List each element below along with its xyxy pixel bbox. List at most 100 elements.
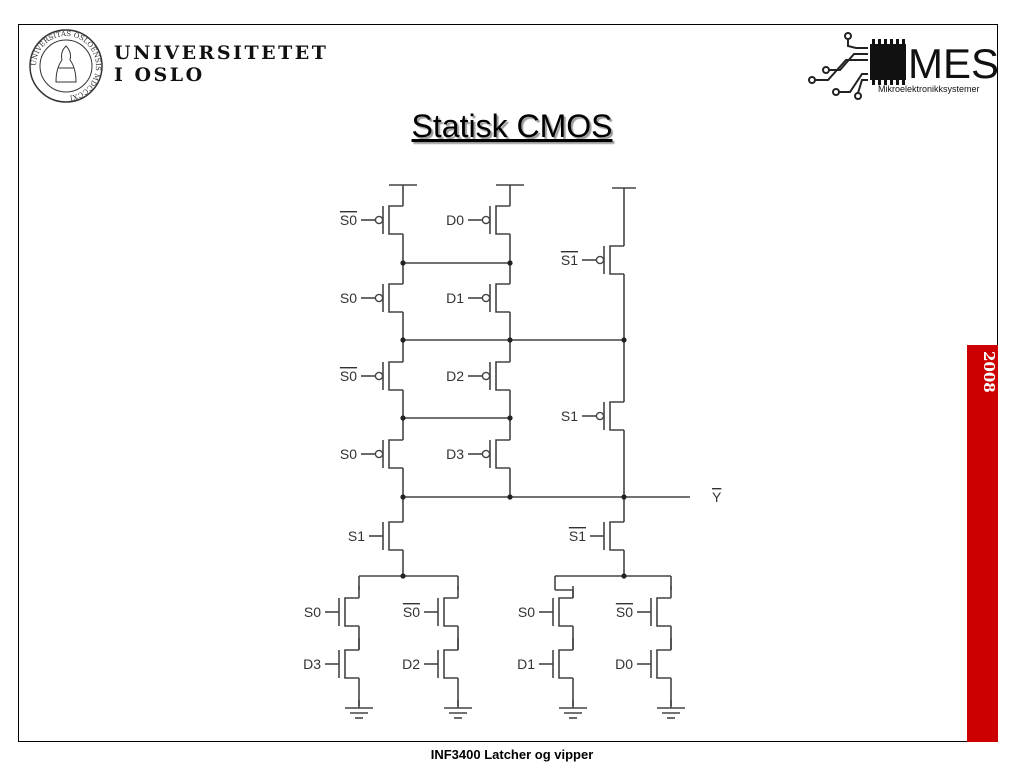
label-output: Y: [712, 489, 722, 505]
pmos-mid-3: [468, 350, 511, 402]
channel-body: [558, 649, 573, 679]
junction-dot: [507, 494, 513, 500]
nmos-ll-b: [325, 638, 360, 690]
channel-body: [443, 597, 458, 627]
ground-icon: [657, 700, 685, 719]
junction-dot: [621, 494, 627, 500]
channel-body: [443, 649, 458, 679]
university-line-2: I OSLO: [114, 64, 205, 86]
label-n-rr-b: D0: [615, 656, 633, 672]
label-n-ll-a: S0: [304, 604, 321, 620]
channel-body: [388, 283, 403, 313]
channel-body: [495, 205, 510, 235]
ground-icon: [559, 700, 587, 719]
schematic-transistors: [325, 194, 672, 690]
pmos-mid-1: [468, 194, 511, 246]
nmos-rl-a: [539, 586, 574, 638]
pmos-left-2: [361, 272, 404, 324]
label-n-rl-a: S0: [518, 604, 535, 620]
nmos-lr-a: [424, 586, 459, 638]
junction-dot: [621, 337, 627, 343]
label-p-mid-3: D2: [446, 368, 464, 384]
label-p-right-2: S1: [561, 408, 578, 424]
label-n-ll-b: D3: [303, 656, 321, 672]
junction-dot: [400, 337, 406, 343]
label-p-right-1: S1: [561, 252, 578, 268]
label-p-left-2: S0: [340, 290, 357, 306]
gate-bubble: [481, 449, 491, 459]
junction-dot: [400, 494, 406, 500]
brand-subtitle: Mikroelektronikksystemer: [878, 84, 980, 94]
channel-body: [609, 401, 624, 431]
pmos-mid-2: [468, 272, 511, 324]
university-name: UNIVERSITETET I OSLO: [114, 42, 328, 86]
chip-icon: [870, 44, 906, 80]
gate-bubble: [374, 371, 384, 381]
nmos-rr-a: [637, 586, 672, 638]
label-p-left-4: S0: [340, 446, 357, 462]
schematic-grounds: [345, 700, 685, 719]
channel-body: [656, 649, 671, 679]
label-p-mid-1: D0: [446, 212, 464, 228]
channel-body: [388, 521, 403, 551]
pmos-right-2: [582, 390, 625, 442]
slide-title: Statisk CMOS: [411, 108, 613, 144]
nmos-left-top: [369, 510, 404, 562]
nmos-ll-a: [325, 586, 360, 638]
nmos-rr-b: [637, 638, 672, 690]
university-seal-icon: UNIVERSITAS OSLOENSIS MDCCCXI: [29, 29, 103, 103]
label-p-mid-4: D3: [446, 446, 464, 462]
label-n-lr-b: D2: [402, 656, 420, 672]
channel-body: [388, 205, 403, 235]
channel-body: [388, 439, 403, 469]
label-p-mid-2: D1: [446, 290, 464, 306]
brand-name: MES: [908, 40, 999, 87]
ground-icon: [444, 700, 472, 719]
channel-body: [609, 521, 624, 551]
gate-bubble: [374, 215, 384, 225]
junction-dot: [507, 337, 513, 343]
channel-body: [344, 649, 359, 679]
channel-body: [344, 597, 359, 627]
pmos-left-3: [361, 350, 404, 402]
mes-logo: MES Mikroelektronikksystemer: [808, 32, 999, 100]
channel-body: [495, 283, 510, 313]
pmos-left-4: [361, 428, 404, 480]
circuit-traces-icon: [808, 32, 868, 100]
gate-bubble: [374, 293, 384, 303]
label-n-left-top: S1: [348, 528, 365, 544]
gate-bubble: [595, 411, 605, 421]
label-n-rl-b: D1: [517, 656, 535, 672]
junction-dot: [507, 415, 513, 421]
gate-bubble: [374, 449, 384, 459]
channel-body: [495, 439, 510, 469]
gate-bubble: [481, 371, 491, 381]
nmos-right-top: [590, 510, 625, 562]
junction-dot: [621, 573, 627, 579]
nmos-rl-b: [539, 638, 574, 690]
ground-icon: [345, 700, 373, 719]
junction-dot: [507, 260, 513, 266]
junction-dot: [400, 415, 406, 421]
pmos-mid-4: [468, 428, 511, 480]
slide-footer: INF3400 Latcher og vipper: [430, 747, 594, 762]
schematic-wires: [358, 184, 690, 706]
pmos-left-1: [361, 194, 404, 246]
junction-dot: [400, 573, 406, 579]
year-sidebar: [967, 345, 998, 742]
channel-body: [558, 597, 573, 627]
schematic-junctions: [400, 260, 627, 579]
channel-body: [495, 361, 510, 391]
label-n-lr-a: S0: [403, 604, 420, 620]
channel-body: [609, 245, 624, 275]
channel-body: [656, 597, 671, 627]
label-n-right-top: S1: [569, 528, 586, 544]
gate-bubble: [595, 255, 605, 265]
gate-bubble: [481, 215, 491, 225]
channel-body: [388, 361, 403, 391]
year-label: 2008: [980, 351, 998, 393]
gate-bubble: [481, 293, 491, 303]
slide-frame: [18, 24, 998, 742]
